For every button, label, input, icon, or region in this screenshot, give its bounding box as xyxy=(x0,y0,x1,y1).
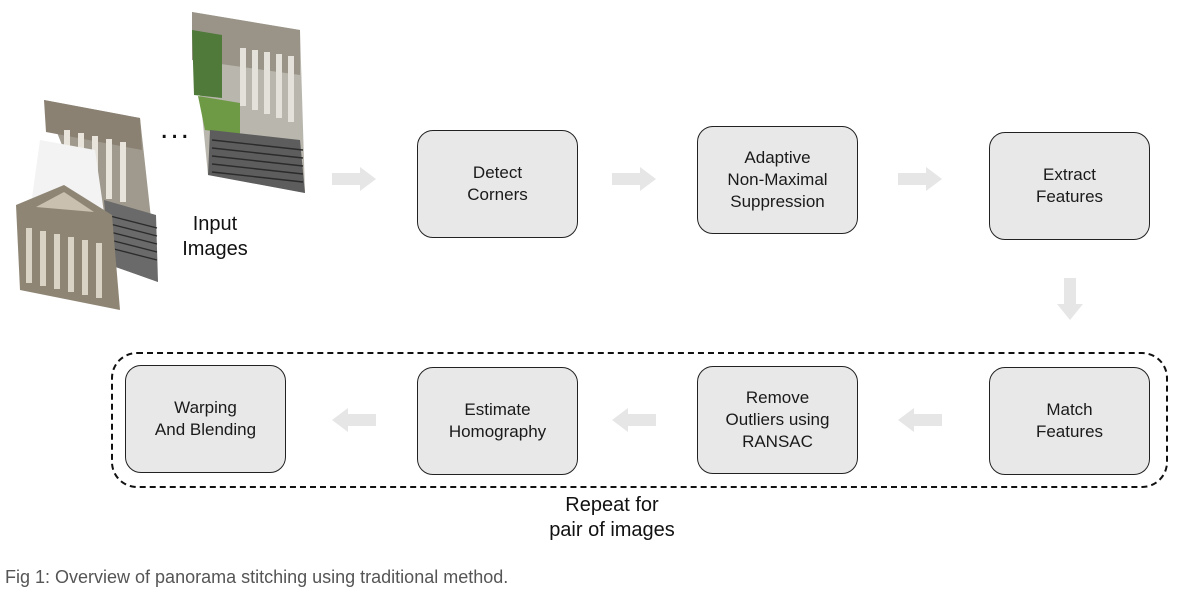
arrow-left-2 xyxy=(612,408,656,432)
arrow-down xyxy=(1057,278,1083,320)
estimate-homography-box: Estimate Homography xyxy=(417,367,578,475)
match-features-box: Match Features xyxy=(989,367,1150,475)
estimate-homography-label: Estimate Homography xyxy=(448,400,547,441)
repeat-label: Repeat for pair of images xyxy=(549,494,675,541)
arrow-right-1 xyxy=(332,167,376,191)
remove-outliers-label: Remove Outliers using RANSAC xyxy=(725,388,830,451)
ellipsis: ... xyxy=(160,112,192,145)
extract-features-label: Extract Features xyxy=(1035,165,1104,206)
warping-blending-box: Warping And Blending xyxy=(125,365,286,473)
input-images-label: Input Images xyxy=(182,213,248,260)
repeat-region xyxy=(111,352,1168,488)
anms-box: Adaptive Non-Maximal Suppression xyxy=(697,126,858,234)
input-image-2 xyxy=(44,100,158,282)
match-features-label: Match Features xyxy=(1035,400,1104,441)
input-image-3 xyxy=(192,12,305,193)
anms-label: Adaptive Non-Maximal Suppression xyxy=(727,148,828,211)
remove-outliers-box: Remove Outliers using RANSAC xyxy=(697,366,858,474)
warping-blending-label: Warping And Blending xyxy=(154,398,257,439)
detect-corners-box: Detect Corners xyxy=(417,130,578,238)
arrow-left-1 xyxy=(898,408,942,432)
detect-corners-label: Detect Corners xyxy=(467,163,528,204)
input-image-1 xyxy=(16,140,120,310)
arrow-right-3 xyxy=(898,167,942,191)
figure-caption: Fig 1: Overview of panorama stitching us… xyxy=(5,567,509,587)
arrow-left-3 xyxy=(332,408,376,432)
arrow-right-2 xyxy=(612,167,656,191)
input-images-illustration xyxy=(16,12,305,310)
extract-features-box: Extract Features xyxy=(989,132,1150,240)
